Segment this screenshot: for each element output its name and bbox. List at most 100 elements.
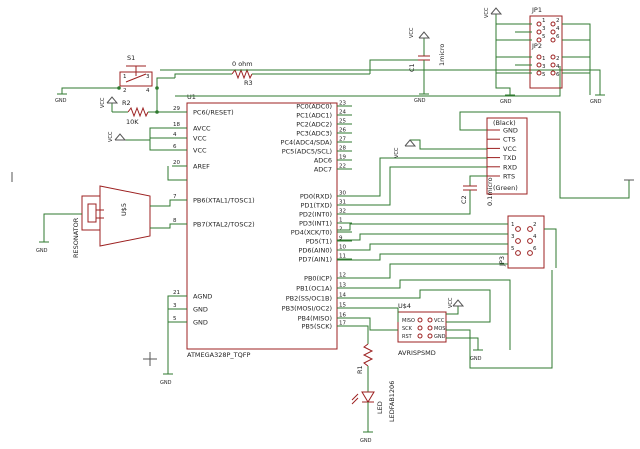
mcu-pin-label: GND: [193, 306, 208, 314]
jp2-label: JP2: [531, 42, 542, 50]
gnd-label-led: GND: [360, 438, 372, 444]
mcu-pin-label: PD1(TXD): [300, 202, 332, 210]
mcu-pin-label: ADC7: [314, 166, 332, 174]
mcu-name: U1: [187, 93, 196, 101]
vcc-arrow-mcu: [114, 133, 127, 141]
mcu-pin-number: 10: [339, 245, 346, 251]
vcc-mcu-supply: VCC: [108, 127, 187, 151]
mcu-pin-number: 21: [173, 290, 180, 296]
vcc-arrow-r2: [106, 96, 119, 104]
svg-text:6: 6: [556, 72, 560, 78]
s1-label: S1: [127, 54, 135, 62]
gnd-symbol-switch: GND: [55, 87, 120, 104]
svg-text:4: 4: [556, 26, 560, 32]
mcu-pin-label: PD7(AIN1): [299, 256, 333, 264]
mcu-gnd: GND: [160, 295, 187, 386]
led-body: [361, 391, 375, 403]
svg-text:3: 3: [146, 74, 150, 80]
s1-contact: [125, 73, 147, 83]
vcc-label-c1: VCC: [409, 27, 415, 38]
vcc-arrow-c1: [418, 31, 431, 39]
mcu-pin-number: 19: [339, 155, 346, 161]
mcu-pin-label: PC5(ADC5/SCL): [282, 148, 332, 156]
mcu-pin-label: AGND: [193, 293, 212, 301]
u4-label: U$4: [398, 302, 411, 310]
mcu-pin-label: ADC6: [314, 157, 332, 165]
mcu-pin-number: 8: [173, 218, 177, 224]
svg-text:5: 5: [542, 34, 546, 40]
mcu-pin-label: PD4(XCK/T0): [291, 229, 332, 237]
mcu-pin-number: 17: [339, 321, 346, 327]
vcc-label-r2: VCC: [100, 97, 106, 108]
isp-pad: [427, 325, 433, 331]
mcu-pin-label: PB5(SCK): [301, 323, 332, 331]
r3-body: [231, 68, 253, 80]
reset-switch-s1: S1 2 4 1 3: [117, 54, 159, 94]
resistor-r3: 0 ohm R3: [174, 60, 370, 87]
vcc-label-jp1: VCC: [484, 7, 490, 18]
isp-pad: [417, 333, 423, 339]
gnd-label-mcu: GND: [160, 380, 172, 386]
gnd-label-res: GND: [36, 248, 48, 254]
isp-body: [397, 311, 447, 343]
vcc-arrow-isp: [452, 299, 465, 307]
mcu-pin-label: AVCC: [193, 125, 211, 133]
mcu-pin-label: PB7(XTAL2/TOSC2): [193, 221, 255, 229]
isp-pin-label: VCC: [434, 318, 445, 324]
mcu-pin-number: 7: [173, 194, 177, 200]
mcu-value: ATMEGA328P_TQFP: [187, 351, 251, 359]
isp-pin-label: MISO: [402, 318, 415, 324]
mcu-pin-label: PD3(INT1): [299, 220, 332, 228]
jp1-header: JP1 JP2 1 2 3 4 5 6 1 2 3 4 5 6: [484, 6, 605, 105]
c1-value: 1micro: [438, 44, 446, 66]
svg-text:2: 2: [123, 88, 127, 94]
mcu-pin-label: PC2(ADC2): [296, 121, 332, 129]
mcu-pin-label: AREF: [193, 163, 210, 171]
mcu-pin-number: 28: [339, 146, 346, 152]
r1-label: R1: [356, 365, 364, 374]
ftdi-green: (Green): [493, 184, 518, 192]
mcu-pin-number: 30: [339, 191, 346, 197]
jp3-pin-number: 1: [511, 222, 515, 228]
mcu-pin-number: 31: [339, 200, 346, 206]
svg-text:3: 3: [542, 64, 546, 70]
ftdi-body: [486, 117, 528, 195]
mcu-pin-number: 13: [339, 283, 346, 289]
mcu-pin-number: 9: [339, 236, 343, 242]
svg-text:5: 5: [542, 72, 546, 78]
mcu-pin-number: 15: [339, 303, 346, 309]
svg-text:3: 3: [542, 26, 546, 32]
mcu-pin-label: PB6(XTAL1/TOSC1): [193, 197, 255, 205]
ftdi-pin-label: RXD: [503, 163, 517, 171]
mcu-pin-label: PC4(ADC4/SDA): [281, 139, 332, 147]
resonator-pads: [81, 195, 101, 231]
ftdi-pin-label: GND: [503, 127, 518, 135]
mcu-pin-label: PC6(/RESET): [193, 109, 234, 117]
avrisp-label: AVRISPSMD: [398, 349, 436, 357]
isp-pad: [417, 325, 423, 331]
mcu-pin-label: VCC: [193, 135, 207, 143]
ftdi-pin-label: TXD: [502, 154, 516, 162]
mcu-pin-number: 1: [339, 218, 343, 224]
mcu-pin-number: 4: [173, 132, 177, 138]
mcu-pin-number: 25: [339, 119, 346, 125]
svg-text:1: 1: [542, 56, 546, 62]
resistor-r2: R2 10K VCC: [100, 96, 187, 126]
svg-text:2: 2: [556, 56, 560, 62]
vcc-label-isp: VCC: [448, 297, 454, 308]
mcu-pin-number: 22: [339, 164, 346, 170]
jp3-pin-number: 3: [511, 234, 515, 240]
svg-text:4: 4: [146, 88, 150, 94]
mcu-pin-label: GND: [193, 319, 208, 327]
mcu-pin-label: PB0(ICP): [304, 275, 332, 283]
jp3-pin-number: 6: [533, 246, 537, 252]
mcu-pin-number: 26: [339, 128, 346, 134]
mcu-pin-number: 12: [339, 273, 346, 279]
svg-text:2: 2: [556, 18, 560, 24]
jp3-label: JP3: [498, 256, 506, 267]
